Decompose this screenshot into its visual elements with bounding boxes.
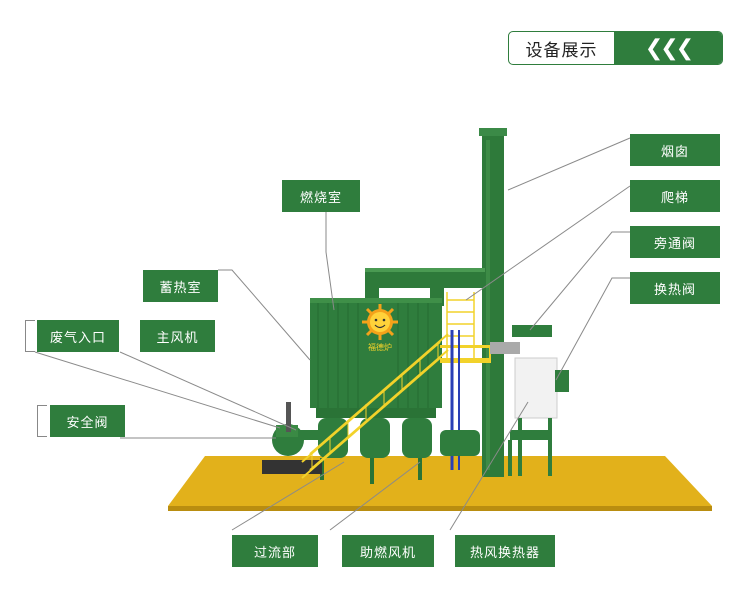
label-safety-valve: 安全阀	[50, 405, 125, 437]
label-combustion-fan: 助燃风机	[342, 535, 434, 567]
label-ladder: 爬梯	[630, 180, 720, 212]
top-duct	[365, 268, 485, 288]
leader-flow	[231, 461, 345, 531]
staircase	[301, 333, 449, 479]
chimney-stack	[482, 132, 504, 477]
page-title: 设备展示	[525, 40, 598, 61]
bracket-safety	[37, 405, 47, 437]
leader-combfan	[329, 461, 421, 531]
label-main-fan: 主风机	[140, 320, 215, 352]
leader-combustion	[325, 210, 335, 311]
leader-heatvalve	[555, 277, 630, 381]
label-waste-gas-inlet: 废气入口	[37, 320, 119, 352]
hot-air-exchanger-body	[514, 357, 558, 419]
label-hot-air-exchanger: 热风换热器	[455, 535, 555, 567]
logo-text: 福德炉	[368, 342, 392, 352]
label-chimney: 烟囱	[630, 134, 720, 166]
label-heat-exchange-valve: 换热阀	[630, 272, 720, 304]
label-bypass-valve: 旁通阀	[630, 226, 720, 258]
leader-mainfan	[119, 351, 297, 431]
leader-inlet	[34, 351, 281, 429]
leader-chimney	[507, 137, 631, 191]
base-platform	[168, 456, 712, 506]
back-arrows-button[interactable]: ❮❮❮	[614, 32, 722, 64]
leader-ladder	[465, 185, 631, 301]
bracket-inlet	[25, 320, 35, 352]
leader-bypass	[529, 231, 630, 331]
label-flow-section: 过流部	[232, 535, 318, 567]
sun-logo	[362, 304, 398, 340]
leader-hotair	[449, 401, 529, 531]
label-combustion-chamber: 燃烧室	[282, 180, 360, 212]
leader-heatstorage	[218, 269, 311, 361]
label-heat-storage-chamber: 蓄热室	[143, 270, 218, 302]
section-header: 设备展示 ❮❮❮	[508, 31, 723, 65]
